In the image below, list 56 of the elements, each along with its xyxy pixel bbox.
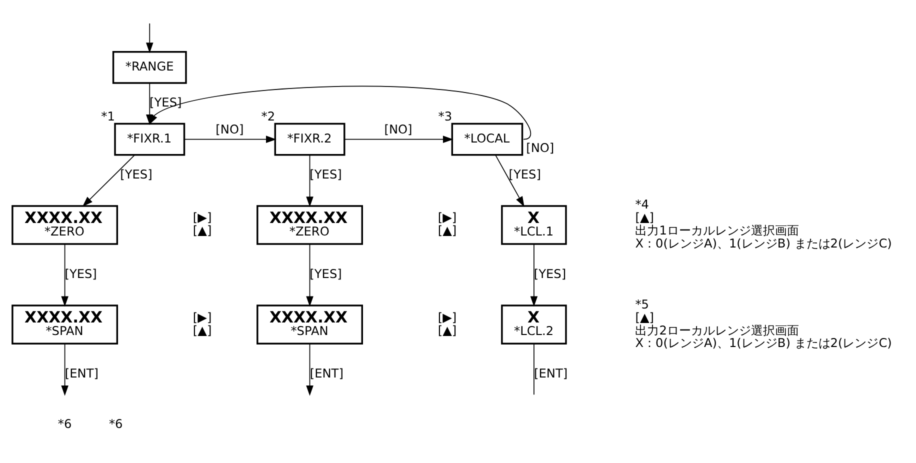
- node-label: [▶]: [438, 210, 457, 225]
- node-box: X *LCL.1: [501, 205, 567, 245]
- arrow: [146, 23, 154, 54]
- arrow: [149, 86, 531, 140]
- node-box: *FIXR.1: [114, 122, 186, 156]
- node-label: [▶]: [192, 210, 212, 225]
- node-label: *1: [101, 109, 115, 124]
- node-label: *4: [635, 198, 649, 212]
- edge-label: [NO]: [384, 122, 412, 136]
- node-box: XXXX.XX *ZERO: [12, 205, 118, 245]
- arrow: [306, 154, 314, 208]
- node-box: *FIXR.2: [274, 122, 346, 156]
- edge-label: [YES]: [310, 167, 342, 182]
- arrow: [306, 244, 314, 307]
- node-box: *RANGE: [112, 51, 187, 84]
- arrow: [61, 343, 68, 396]
- node-label: *5: [635, 297, 649, 312]
- node-label: 出力2ローカルレンジ選択画面: [635, 323, 799, 338]
- label: *6: [108, 417, 123, 432]
- edge-label: [YES]: [120, 167, 152, 182]
- label: *6: [58, 417, 72, 432]
- node-box: *LOCAL: [451, 122, 524, 156]
- edge-label: [ENT]: [534, 366, 568, 381]
- node-label: X：0(レンジA)、1(レンジB) または2(レンジC): [635, 236, 892, 251]
- arrow: [61, 244, 68, 307]
- edge-label: [ENT]: [64, 366, 98, 381]
- node-label: [▶]: [438, 310, 457, 324]
- arrow: [184, 136, 276, 143]
- node-box: X *LCL.2: [501, 304, 567, 344]
- arrow: [344, 136, 454, 143]
- node-label: [▲]: [635, 310, 654, 324]
- node-label: [▲]: [438, 323, 457, 338]
- edge-label: [YES]: [64, 266, 97, 281]
- node-box: XXXX.XX *SPAN: [12, 304, 118, 344]
- edge-label: [YES]: [310, 266, 342, 281]
- edge-label: [YES]: [508, 167, 541, 182]
- node-label: [▲]: [438, 224, 457, 238]
- node-label: [▲]: [635, 210, 654, 225]
- edge-label: [YES]: [534, 266, 566, 281]
- edge-label: [ENT]: [310, 366, 344, 381]
- arrow: [495, 154, 524, 207]
- arrow: [306, 343, 314, 396]
- node-label: [▲]: [192, 323, 212, 338]
- node-label: *3: [438, 109, 452, 124]
- edge-label: [YES]: [150, 96, 182, 110]
- arrow: [82, 154, 135, 207]
- edge-label: [NO]: [216, 122, 244, 136]
- node-label: X：0(レンジA)、1(レンジB) または2(レンジC): [635, 336, 892, 350]
- node-label: [▲]: [192, 224, 212, 238]
- node-label: [▶]: [192, 310, 212, 324]
- node-label: 出力1ローカルレンジ選択画面: [635, 224, 799, 238]
- node-label: *2: [261, 109, 276, 124]
- node-box: XXXX.XX *ZERO: [256, 205, 363, 245]
- node-box: XXXX.XX *SPAN: [256, 304, 363, 344]
- arrow: [530, 244, 538, 307]
- edge-label: [NO]: [526, 140, 554, 155]
